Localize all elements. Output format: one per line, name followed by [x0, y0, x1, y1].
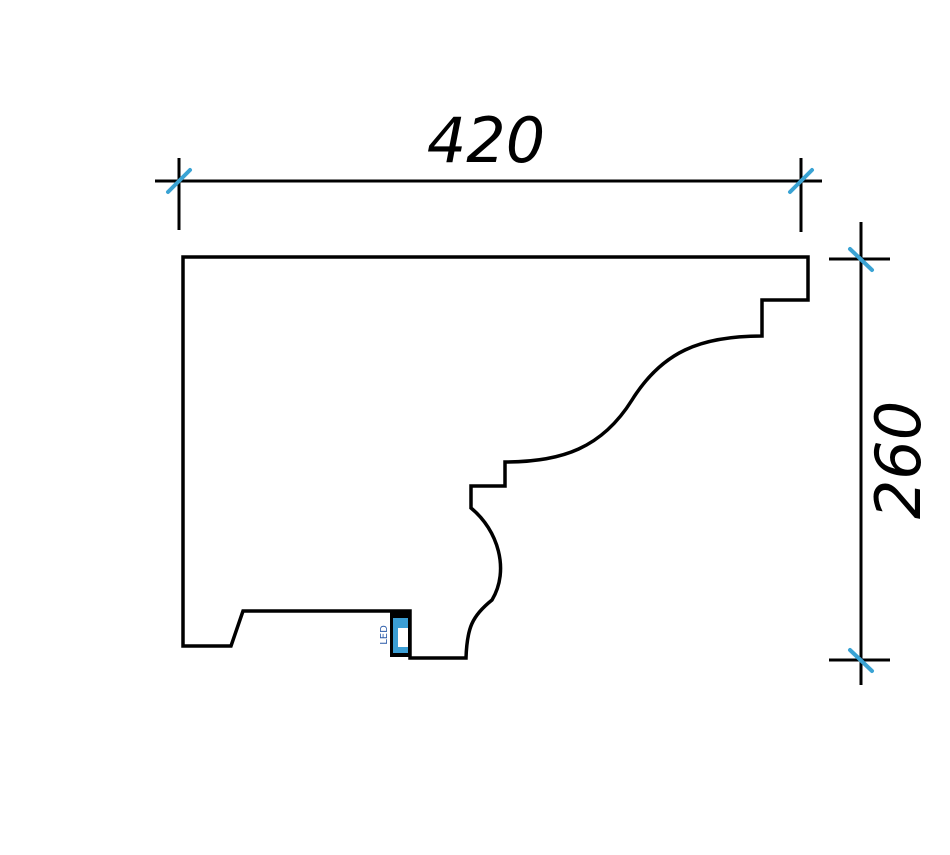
height-label: 260 — [862, 401, 935, 519]
width-dimension: 420 — [155, 104, 822, 232]
tick-mark — [788, 168, 814, 194]
profile-outline — [181, 255, 810, 660]
tick-mark — [166, 168, 192, 194]
width-label: 420 — [427, 104, 545, 177]
led-diffuser — [398, 628, 408, 647]
height-dimension: 260 — [829, 222, 935, 685]
led-label: LED — [379, 625, 390, 645]
tick-mark — [848, 648, 874, 673]
tick-mark — [848, 247, 874, 272]
led-channel: LED — [379, 611, 411, 657]
